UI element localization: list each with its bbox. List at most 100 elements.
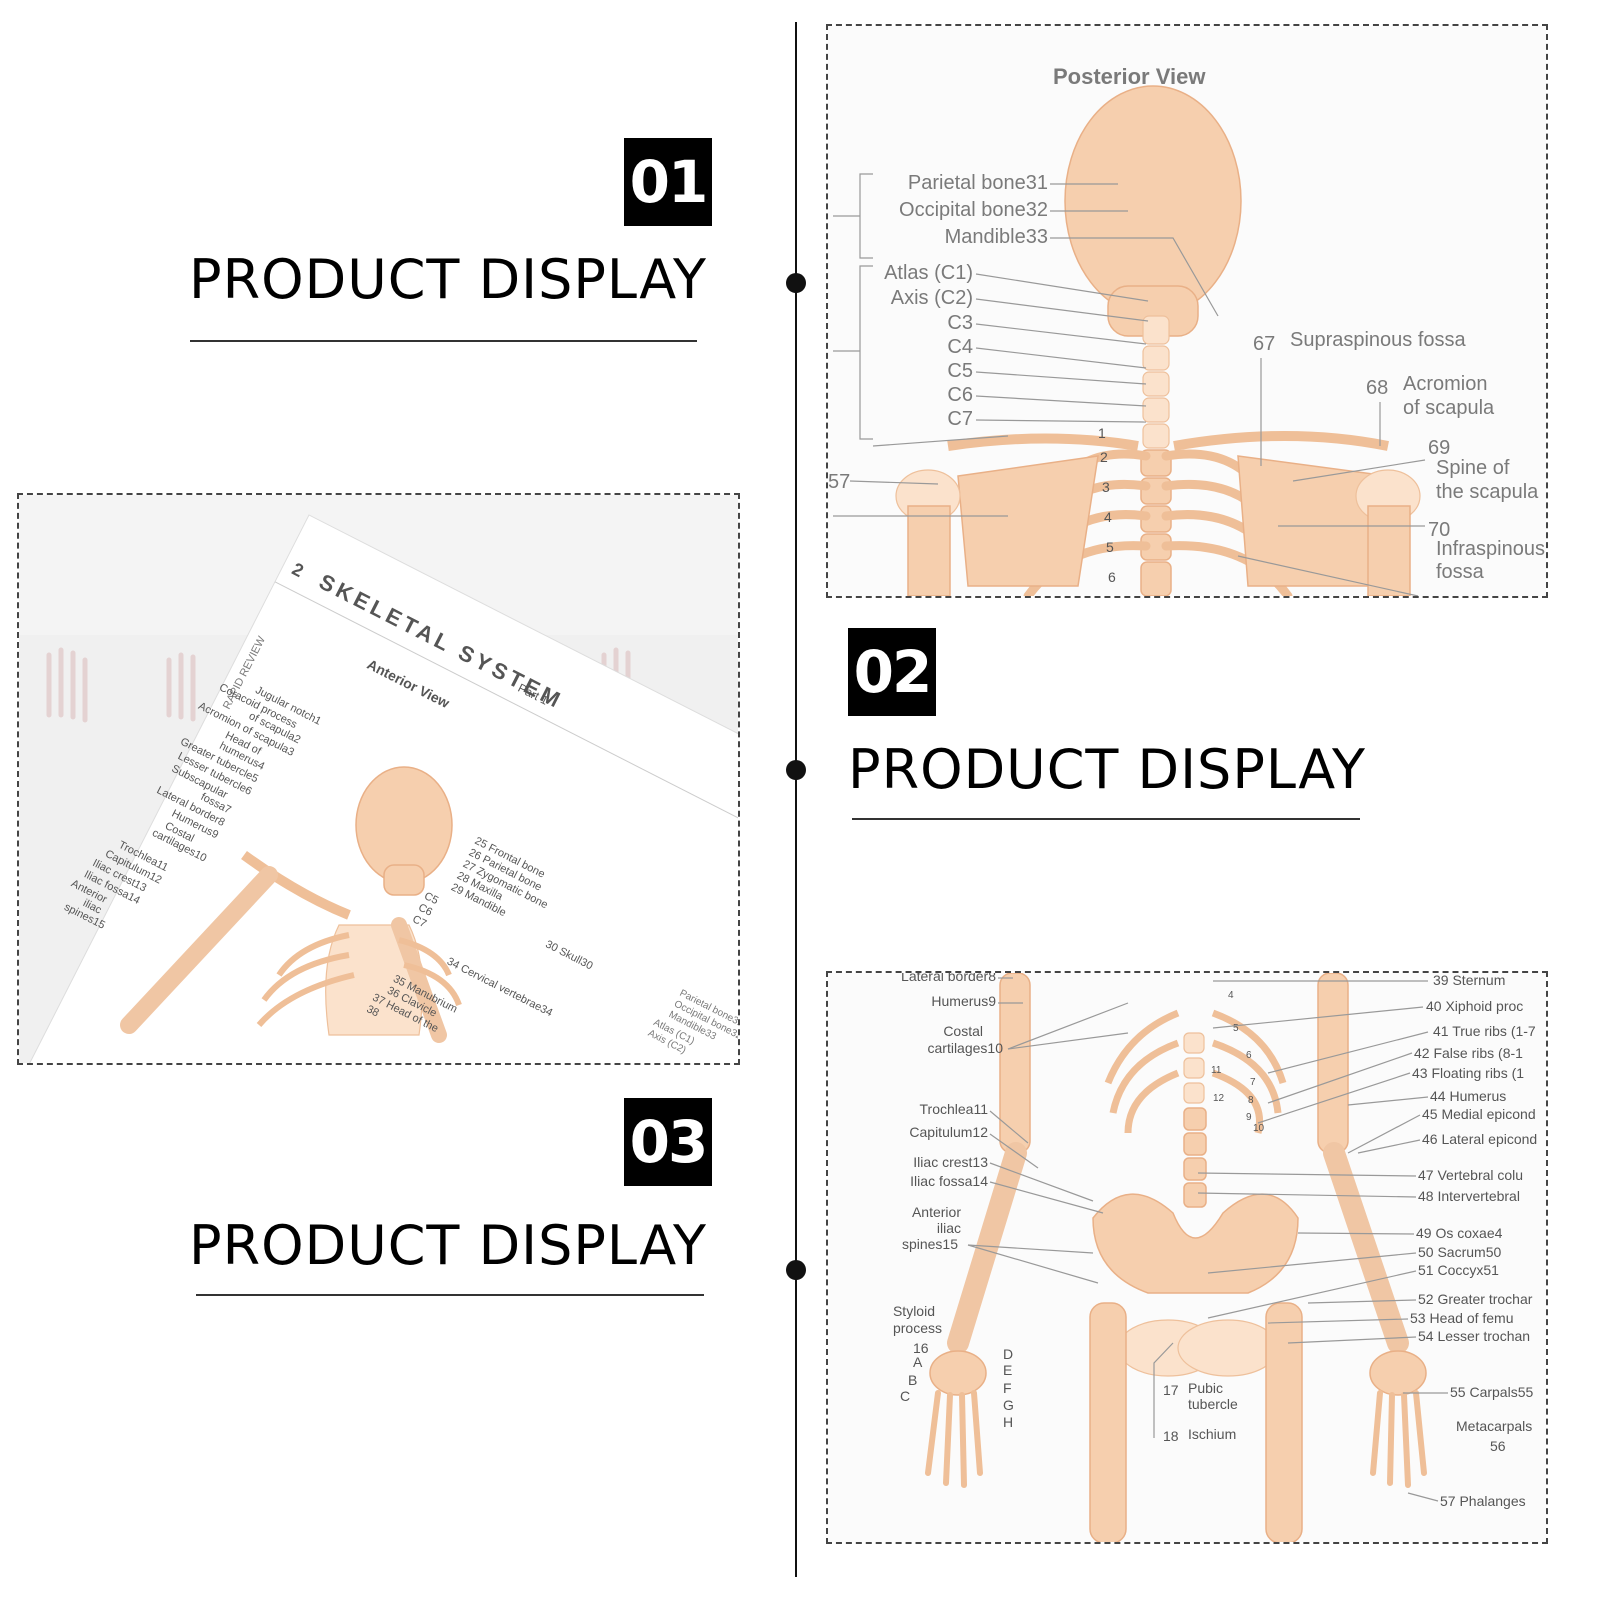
arib-8: 8 xyxy=(1248,1095,1254,1106)
arib-5: 5 xyxy=(1233,1023,1239,1034)
al-7: Iliac fossa14 xyxy=(910,1173,988,1189)
posterior-right-labels: 67 Supraspinous fossa 68 Acromion of sca… xyxy=(1253,329,1545,583)
rib-num-4: 4 xyxy=(1104,509,1112,525)
al-16: C xyxy=(900,1388,910,1404)
al-4: Trochlea11 xyxy=(920,1101,989,1117)
bracket-skull xyxy=(833,173,873,259)
ar-11: 50 Sacrum50 xyxy=(1418,1244,1501,1260)
arib-9: 9 xyxy=(1246,1112,1252,1123)
ar-7: 46 Lateral epicond xyxy=(1422,1131,1537,1147)
label-spine-of: Spine of xyxy=(1436,457,1510,479)
label-atlas: Atlas (C1) xyxy=(884,262,973,284)
ac-tubercle: tubercle xyxy=(1188,1396,1238,1412)
anterior-right-labels: 39 Sternum 40 Xiphoid proc 41 True ribs … xyxy=(1410,973,1537,1509)
label-c7: C7 xyxy=(947,408,973,430)
pr-5: C5 xyxy=(422,890,440,907)
poster-skeleton xyxy=(120,766,462,1043)
ac-pubic: Pubic xyxy=(1188,1380,1223,1396)
anterior-view-image: Lateral border8 Humerus9 Costal cartilag… xyxy=(826,971,1548,1544)
ar-19: 57 Phalanges xyxy=(1440,1493,1526,1509)
posterior-left-leaders xyxy=(833,183,1219,517)
posterior-title: Posterior View xyxy=(1053,64,1206,89)
arib-11: 11 xyxy=(1211,1065,1222,1076)
label-axis: Axis (C2) xyxy=(891,287,973,309)
arib-12: 12 xyxy=(1213,1093,1225,1104)
timeline-dot-2 xyxy=(786,760,806,780)
ac-leader xyxy=(1153,1342,1174,1438)
label-infraspinous: Infraspinous xyxy=(1436,538,1545,560)
right-scapula-shape xyxy=(1237,455,1389,587)
arib-6: 6 xyxy=(1246,1050,1252,1061)
posterior-view-image: Posterior View Parietal bone31 Occipital… xyxy=(826,24,1548,598)
num-70: 70 xyxy=(1428,519,1450,541)
ar-18: 56 xyxy=(1490,1438,1506,1454)
poster-corner-labels: Parietal bone31 Occipital bone32 Mandibl… xyxy=(646,988,738,1056)
ac-ischium: Ischium xyxy=(1188,1426,1236,1442)
ar-12: 51 Coccyx51 xyxy=(1418,1262,1499,1278)
ac-18: 18 xyxy=(1163,1428,1179,1444)
rib-num-2: 2 xyxy=(1100,449,1108,465)
ar-5: 44 Humerus xyxy=(1430,1088,1506,1104)
al-9: iliac xyxy=(937,1220,961,1236)
section-underline-01 xyxy=(190,340,697,342)
rib-num-1: 1 xyxy=(1098,425,1106,441)
ar-8: 47 Vertebral colu xyxy=(1418,1167,1523,1183)
left-humerus-shape xyxy=(907,505,951,596)
label-supraspinous-fossa: Supraspinous fossa xyxy=(1290,329,1467,351)
right-humerus-shape xyxy=(1367,505,1411,596)
section-number-01: 01 xyxy=(624,138,712,226)
label-57: 57 xyxy=(828,471,850,493)
num-68: 68 xyxy=(1366,377,1388,399)
left-scapula-shape xyxy=(957,455,1099,587)
al-18: E xyxy=(1003,1362,1012,1378)
al-19: F xyxy=(1003,1380,1012,1396)
label-c3: C3 xyxy=(947,312,973,334)
al-5: Capitulum12 xyxy=(909,1124,988,1140)
label-of-scapula: of scapula xyxy=(1403,397,1495,419)
ar-3: 42 False ribs (8-1 xyxy=(1414,1045,1523,1061)
section-number-02: 02 xyxy=(848,628,936,716)
ar-14: 53 Head of femu xyxy=(1410,1310,1514,1326)
pr-7: C7 xyxy=(410,913,428,930)
anterior-center-labels: 17 Pubic tubercle 18 Ischium xyxy=(1153,1342,1238,1444)
al-10: spines15 xyxy=(902,1236,958,1252)
ar-9: 48 Intervertebral xyxy=(1418,1188,1520,1204)
ar-6: 45 Medial epicond xyxy=(1422,1106,1536,1122)
pr-13: 38 xyxy=(364,1003,380,1019)
label-c6: C6 xyxy=(947,384,973,406)
rib-num-3: 3 xyxy=(1102,479,1110,495)
anterior-right-leaders xyxy=(1197,980,1448,1502)
section-number-03: 03 xyxy=(624,1098,712,1186)
posterior-right-leaders xyxy=(1237,358,1426,596)
arib-4: 4 xyxy=(1228,990,1234,1001)
al-11: Styloid xyxy=(893,1303,935,1319)
al-0: Lateral border8 xyxy=(901,973,996,984)
anterior-left-leaders xyxy=(967,977,1129,1284)
al-6: Iliac crest13 xyxy=(913,1154,988,1170)
label-the-scapula: the scapula xyxy=(1436,481,1539,503)
anterior-rib-numbers: 4 5 6 7 8 9 10 11 12 xyxy=(1211,990,1265,1134)
right-clavicle-shape xyxy=(1173,431,1389,451)
pr-6: C6 xyxy=(416,902,434,919)
anterior-skeleton xyxy=(925,973,1427,1542)
timeline-dot-3 xyxy=(786,1260,806,1280)
rib-num-5: 5 xyxy=(1106,539,1114,555)
al-13: 16 xyxy=(913,1340,929,1356)
label-fossa: fossa xyxy=(1436,561,1485,583)
ar-4: 43 Floating ribs (1 xyxy=(1412,1065,1524,1081)
al-21: H xyxy=(1003,1414,1013,1430)
ac-17: 17 xyxy=(1163,1382,1179,1398)
al-12: process xyxy=(893,1320,942,1336)
section-title-01: PRODUCT DISPLAY xyxy=(189,248,707,311)
ar-0: 39 Sternum xyxy=(1433,973,1505,988)
skull-shape xyxy=(1064,85,1242,317)
al-14: A xyxy=(913,1354,923,1370)
ar-13: 52 Greater trochar xyxy=(1418,1291,1533,1307)
poster-header-rule xyxy=(274,581,738,928)
al-1: Humerus9 xyxy=(931,993,996,1009)
section-underline-03 xyxy=(196,1294,704,1296)
arib-7: 7 xyxy=(1250,1077,1256,1088)
ar-2: 41 True ribs (1-7 xyxy=(1433,1023,1536,1039)
timeline-axis xyxy=(795,22,797,1577)
ar-16: 55 Carpals55 xyxy=(1450,1384,1533,1400)
